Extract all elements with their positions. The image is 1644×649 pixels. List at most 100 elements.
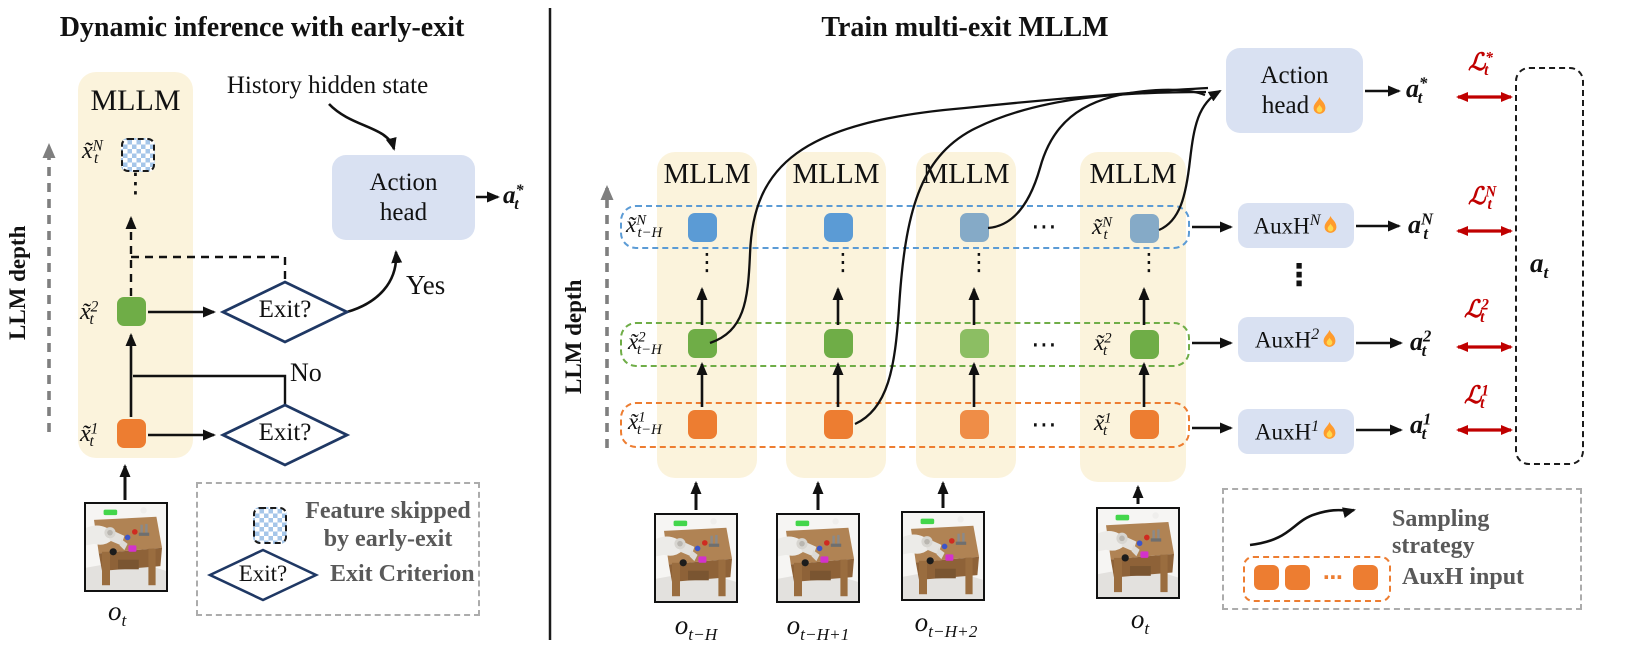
aux-head-2-box: AuxH2 bbox=[1238, 317, 1354, 362]
aux-head-label: AuxHN bbox=[1253, 211, 1321, 239]
legend-exit-criterion: Exit Criterion bbox=[330, 561, 475, 587]
row-ellipsis: ⋯ bbox=[1031, 212, 1057, 242]
loss-label: ℒ2t bbox=[1464, 296, 1489, 327]
observation-label: ot−H+2 bbox=[914, 607, 978, 642]
flame-icon bbox=[1325, 216, 1337, 233]
auxh-input-square-icon bbox=[1254, 565, 1279, 590]
row-label-x1-t: x̃1t bbox=[1094, 410, 1112, 440]
yes-arrow bbox=[346, 250, 403, 314]
no-label: No bbox=[290, 358, 322, 387]
feature-square-orange bbox=[1130, 410, 1159, 439]
vertical-ellipsis: ⋮ bbox=[1137, 248, 1161, 276]
row-label-x2-tmH: x̃2t−H bbox=[628, 329, 662, 359]
left-legend-box bbox=[196, 482, 480, 616]
row-label-x1-tmH: x̃1t−H bbox=[628, 409, 662, 439]
observation-label: ot−H bbox=[674, 610, 718, 645]
robot-scene-graphic bbox=[656, 515, 736, 601]
action-head-box-train: Action head bbox=[1226, 48, 1363, 133]
llm-depth-label: LLM depth bbox=[5, 225, 30, 341]
feature-square-blue bbox=[1130, 214, 1159, 243]
exit-question-label: Exit? bbox=[238, 561, 288, 586]
loss-label: ℒ1t bbox=[1464, 382, 1489, 413]
exit-question-label: Exit? bbox=[258, 296, 312, 323]
robot-scene-graphic bbox=[903, 513, 983, 599]
auxh-input-square-icon bbox=[1353, 565, 1378, 590]
vertical-ellipsis: ⋮ bbox=[1284, 258, 1314, 293]
flame-icon bbox=[1313, 96, 1326, 114]
robot-scene-graphic bbox=[86, 504, 166, 590]
mllm-label: MLLM bbox=[1089, 158, 1177, 190]
feature-label-x1: x̃1t bbox=[80, 420, 99, 451]
observation-image bbox=[654, 513, 738, 603]
feature-square-blue bbox=[824, 213, 853, 242]
action-head-label-line2: head bbox=[379, 198, 428, 226]
legend-sampling-strategy: Sampling strategy bbox=[1392, 506, 1490, 559]
feature-square-orange bbox=[824, 410, 853, 439]
observation-image bbox=[84, 502, 168, 592]
observation-label: ot bbox=[108, 596, 127, 631]
row-label-xN-t: x̃Nt bbox=[1092, 214, 1113, 244]
feature-square-green bbox=[824, 329, 853, 358]
left-panel-title: Dynamic inference with early-exit bbox=[59, 12, 465, 43]
skipped-feature-icon bbox=[121, 138, 155, 172]
observation-label: ot bbox=[1130, 604, 1150, 639]
row-ellipsis: ⋯ bbox=[1031, 330, 1057, 360]
action-output-label: a*t bbox=[1406, 73, 1428, 107]
ellipsis: ⋯ bbox=[1323, 565, 1343, 589]
ground-truth-action-label: at bbox=[1530, 248, 1549, 283]
action-head-box: Action head bbox=[332, 155, 475, 240]
mllm-label: MLLM bbox=[922, 158, 1010, 190]
right-legend-box bbox=[1222, 488, 1582, 610]
ground-truth-action-box bbox=[1515, 67, 1584, 465]
feature-square-green bbox=[688, 329, 717, 358]
feature-square-orange bbox=[960, 410, 989, 439]
row-ellipsis: ⋯ bbox=[1031, 410, 1057, 440]
observation-image bbox=[1096, 507, 1180, 599]
feature-square-blue bbox=[688, 213, 717, 242]
aux-head-label: AuxH1 bbox=[1254, 417, 1320, 445]
feature-label-x2: x̃2t bbox=[80, 298, 99, 329]
legend-feature-skipped-line2: by early-exit bbox=[323, 525, 453, 552]
left-mllm-column bbox=[78, 72, 193, 458]
feature-square-blue bbox=[960, 213, 989, 242]
robot-scene-graphic bbox=[1098, 509, 1178, 597]
llm-depth-label: LLM depth bbox=[561, 279, 586, 395]
observation-image bbox=[901, 511, 985, 601]
action-output-label: a2t bbox=[1410, 326, 1432, 360]
feature-square-green bbox=[1130, 330, 1159, 359]
robot-scene-graphic bbox=[778, 515, 858, 601]
feature-square-orange bbox=[117, 419, 146, 448]
mllm-label: MLLM bbox=[90, 84, 181, 117]
observation-image bbox=[776, 513, 860, 603]
right-panel-title: Train multi-exit MLLM bbox=[821, 12, 1109, 43]
vertical-ellipsis: ⋮ bbox=[122, 168, 149, 199]
aux-head-label: AuxH2 bbox=[1254, 325, 1320, 353]
action-output-label: aNt bbox=[1408, 209, 1434, 243]
vertical-ellipsis: ⋮ bbox=[831, 248, 855, 276]
action-head-label-line1: Action bbox=[369, 168, 438, 196]
skipped-feature-icon bbox=[253, 507, 287, 544]
history-arrow bbox=[328, 103, 397, 151]
row-label-x2-t: x̃2t bbox=[1094, 330, 1112, 360]
mllm-label: MLLM bbox=[792, 158, 880, 190]
action-head-label-line1: Action bbox=[1260, 61, 1329, 89]
auxh-input-square-icon bbox=[1285, 565, 1310, 590]
feature-square-green bbox=[960, 329, 989, 358]
action-head-label-line2: head bbox=[1262, 91, 1327, 121]
action-output-label: a1t bbox=[1410, 409, 1432, 443]
action-output-label: a*t bbox=[503, 182, 524, 213]
yes-label: Yes bbox=[406, 270, 446, 300]
loss-label: ℒNt bbox=[1468, 183, 1497, 214]
feature-square-orange bbox=[688, 410, 717, 439]
loss-label: ℒ*t bbox=[1468, 49, 1493, 80]
flame-icon bbox=[1323, 330, 1336, 347]
vertical-ellipsis: ⋮ bbox=[695, 248, 719, 276]
history-hidden-state-label: History hidden state bbox=[226, 72, 429, 99]
auxh-input-icon bbox=[1243, 556, 1391, 602]
feature-label-xN: x̃Nt bbox=[82, 137, 103, 168]
legend-feature-skipped-line1: Feature skipped bbox=[305, 498, 471, 524]
feature-square-green bbox=[117, 297, 146, 326]
row-label-xN-tmH: x̃Nt−H bbox=[626, 212, 663, 242]
aux-head-N-box: AuxHN bbox=[1238, 203, 1354, 248]
